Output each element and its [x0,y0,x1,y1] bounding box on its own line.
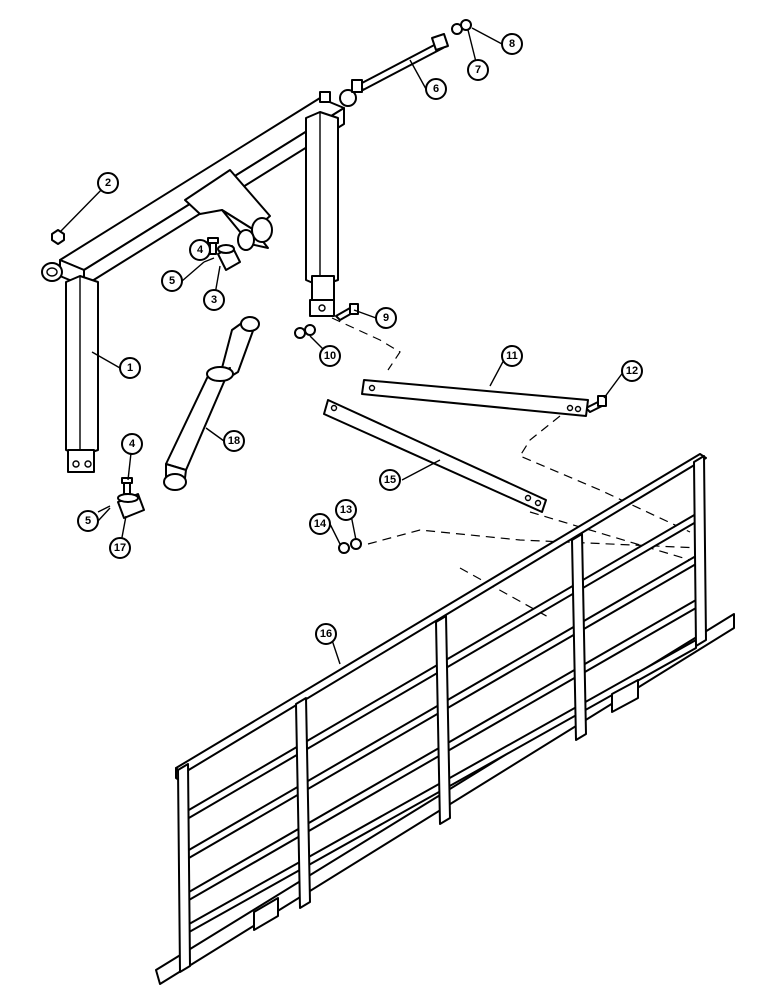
callout-c6: 6 [425,78,447,100]
callout-number: 6 [433,83,439,95]
hydraulic-cylinder-18 [163,316,260,491]
callout-number: 10 [324,350,336,362]
callout-c9: 9 [375,307,397,329]
callout-circle [335,499,357,521]
callout-c18: 18 [223,430,245,452]
callout-number: 13 [340,504,352,516]
callout-c5b: 5 [77,510,99,532]
callout-circle [501,33,523,55]
callout-number: 9 [383,312,389,324]
callout-c2: 2 [97,172,119,194]
callout-c12: 12 [621,360,643,382]
callout-c10: 10 [319,345,341,367]
alignment-lines [331,317,701,619]
callout-c3: 3 [203,289,225,311]
callout-number: 12 [626,365,638,377]
callout-circle [97,172,119,194]
callout-number: 17 [114,542,126,554]
callout-circle [77,510,99,532]
callout-circle [467,59,489,81]
callout-number: 1 [127,362,133,374]
callout-number: 8 [509,38,515,50]
callout-c8: 8 [501,33,523,55]
brace-bars [323,379,589,513]
callout-number: 5 [85,515,91,527]
callout-circle [189,239,211,261]
gate-panel-16 [155,453,735,985]
callout-circle [319,345,341,367]
callout-number: 5 [169,275,175,287]
frame-assembly [41,89,357,473]
callout-circle [119,357,141,379]
pin-6-assembly [351,19,472,93]
callout-c17: 17 [109,537,131,559]
callout-circle [425,78,447,100]
callout-number: 3 [211,294,217,306]
callout-number: 16 [320,628,332,640]
callout-number: 18 [228,435,240,447]
callout-circle [375,307,397,329]
callout-c4a: 4 [189,239,211,261]
callout-circle [161,270,183,292]
callout-circle [109,537,131,559]
callout-c7: 7 [467,59,489,81]
callout-number: 4 [129,438,136,450]
callout-circle [121,433,143,455]
pin-and-keeper-parts [51,229,241,519]
callout-number: 4 [197,244,204,256]
callout-c1: 1 [119,357,141,379]
callout-c14: 14 [309,513,331,535]
callout-c11: 11 [501,345,523,367]
callout-c4b: 4 [121,433,143,455]
callout-circle [315,623,337,645]
callout-circle [379,469,401,491]
callout-number: 11 [506,350,518,362]
fasteners [294,303,607,554]
callout-number: 2 [105,177,111,189]
callout-c5a: 5 [161,270,183,292]
callout-circle [501,345,523,367]
callout-c15: 15 [379,469,401,491]
callout-circle [309,513,331,535]
callout-number: 14 [314,518,327,530]
callout-c13: 13 [335,499,357,521]
callout-circle [621,360,643,382]
callout-number: 15 [384,474,396,486]
callout-number: 7 [475,64,481,76]
callout-c16: 16 [315,623,337,645]
callout-circle [203,289,225,311]
callout-circle [223,430,245,452]
